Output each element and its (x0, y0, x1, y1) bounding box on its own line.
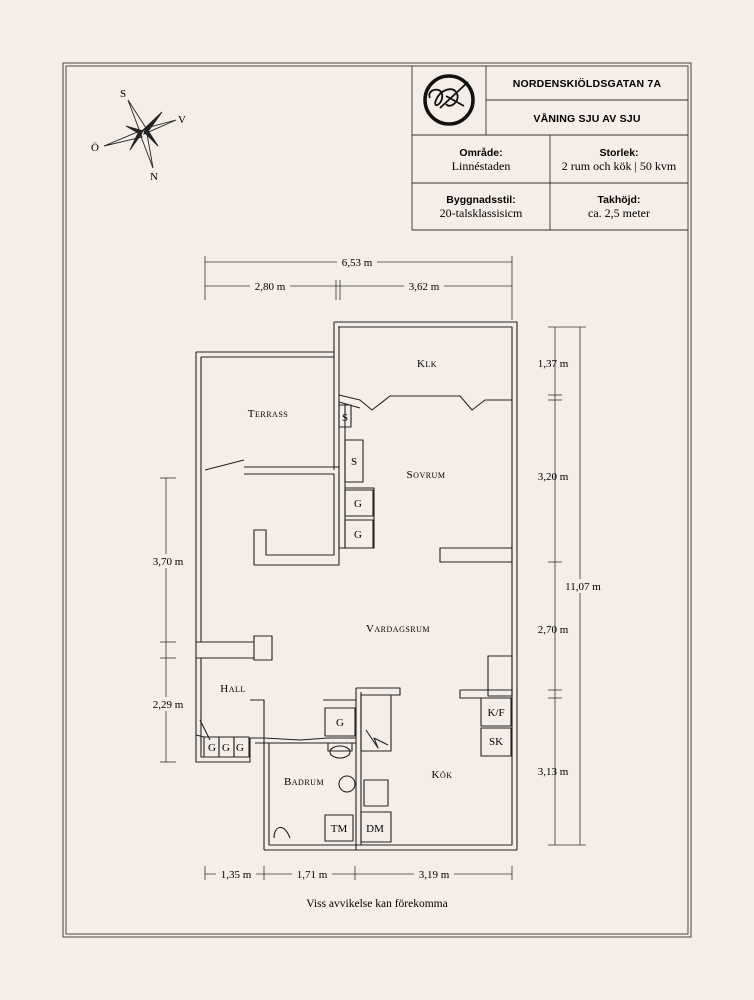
fixture-bath-g: G (336, 717, 344, 729)
fixture-sk: SK (489, 736, 503, 748)
fixture-s2: S (351, 456, 357, 468)
fixture-dm: DM (366, 823, 384, 835)
dimension-lines (160, 256, 586, 880)
height-value: ca. 2,5 meter (588, 206, 650, 220)
compass-v: V (178, 114, 186, 126)
floor-title: VÅNING SJU AV SJU (533, 112, 640, 125)
room-terrass: Terrass (248, 408, 288, 420)
fixture-kf: K/F (487, 707, 504, 719)
area-label: Område: (459, 147, 502, 159)
dim-left-upper: 3,70 m (153, 556, 184, 568)
height-label: Takhöjd: (598, 194, 641, 206)
dim-left-lower: 2,29 m (153, 699, 184, 711)
compass-s: S (120, 88, 126, 100)
dim-bottom-1: 1,35 m (221, 869, 252, 881)
room-badrum: Badrum (284, 776, 324, 788)
fixture-g1: G (354, 498, 362, 510)
walls (195, 321, 518, 851)
info-table (411, 66, 688, 231)
fixture-tm: TM (331, 823, 348, 835)
fixture-hall-g3: G (236, 742, 244, 754)
room-kok: Kök (432, 769, 453, 781)
fixture-hall-g1: G (208, 742, 216, 754)
compass-rose-icon (103, 99, 177, 169)
fixture-hall-g2: G (222, 742, 230, 754)
dim-vardag-height: 2,70 m (538, 624, 569, 636)
style-value: 20-talsklassisicm (440, 206, 523, 220)
address-title: NORDENSKIÖLDSGATAN 7A (513, 77, 662, 90)
dim-total-height: 11,07 m (565, 581, 601, 593)
style-label: Byggnadsstil: (446, 194, 515, 206)
fixture-g2: G (354, 529, 362, 541)
compass-n: N (150, 171, 158, 183)
compass-o: Ö (91, 142, 99, 154)
room-hall: Hall (220, 683, 246, 695)
dim-total-width: 6,53 m (342, 257, 373, 269)
dim-kok-height: 3,13 m (538, 766, 569, 778)
page-frame (62, 62, 692, 938)
room-klk: Klk (417, 358, 437, 370)
dim-right-width: 3,62 m (409, 281, 440, 293)
dim-bottom-3: 3,19 m (419, 869, 450, 881)
disclaimer-note: Viss avvikelse kan förekomma (306, 898, 447, 910)
dim-sovrum-height: 3,20 m (538, 471, 569, 483)
room-sovrum: Sovrum (407, 469, 446, 481)
size-value: 2 rum och kök | 50 kvm (562, 159, 677, 173)
size-label: Storlek: (599, 147, 638, 159)
dim-bottom-2: 1,71 m (297, 869, 328, 881)
room-vardagsrum: Vardagsrum (366, 623, 430, 635)
dimension-labels (148, 255, 604, 881)
logo (423, 74, 475, 126)
dim-klk-height: 1,37 m (538, 358, 569, 370)
fixture-s1: S (342, 412, 348, 424)
dim-left-width: 2,80 m (255, 281, 286, 293)
area-value: Linnéstaden (452, 159, 511, 173)
